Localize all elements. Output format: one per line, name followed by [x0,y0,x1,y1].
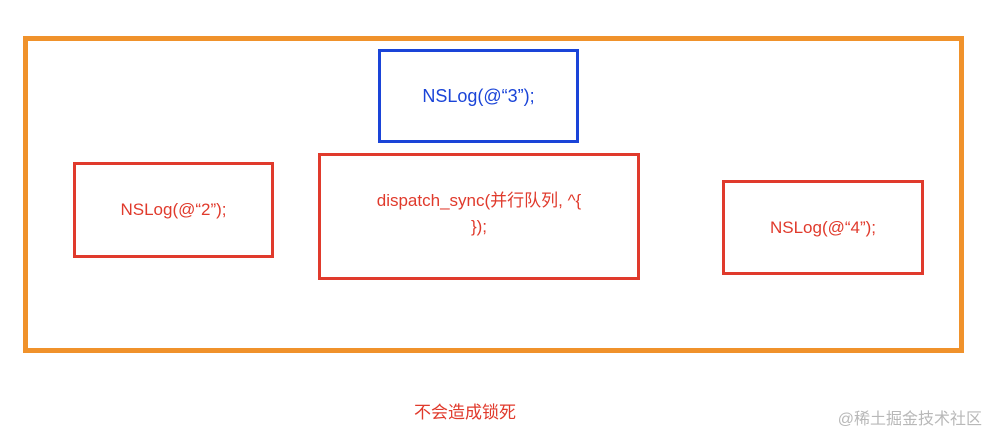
caption-text: 不会造成锁死 [414,403,516,422]
watermark-text: @稀土掘金技术社区 [837,411,982,428]
dispatch-sync-box: dispatch_sync(并行队列, ^{ }); [318,153,640,280]
nslog-4-box: NSLog(@“4”); [722,180,924,275]
nslog-4-text: NSLog(@“4”); [769,217,877,237]
dispatch-sync-line1: dispatch_sync(并行队列, ^{ [376,190,582,210]
nslog-2-box: NSLog(@“2”); [73,162,274,258]
outer-frame [23,36,964,353]
nslog-2-text: NSLog(@“2”); [120,200,227,219]
nslog-3-text: NSLog(@“3”); [422,85,535,106]
nslog-3-box: NSLog(@“3”); [378,49,579,143]
dispatch-sync-line2: }); [470,216,488,236]
